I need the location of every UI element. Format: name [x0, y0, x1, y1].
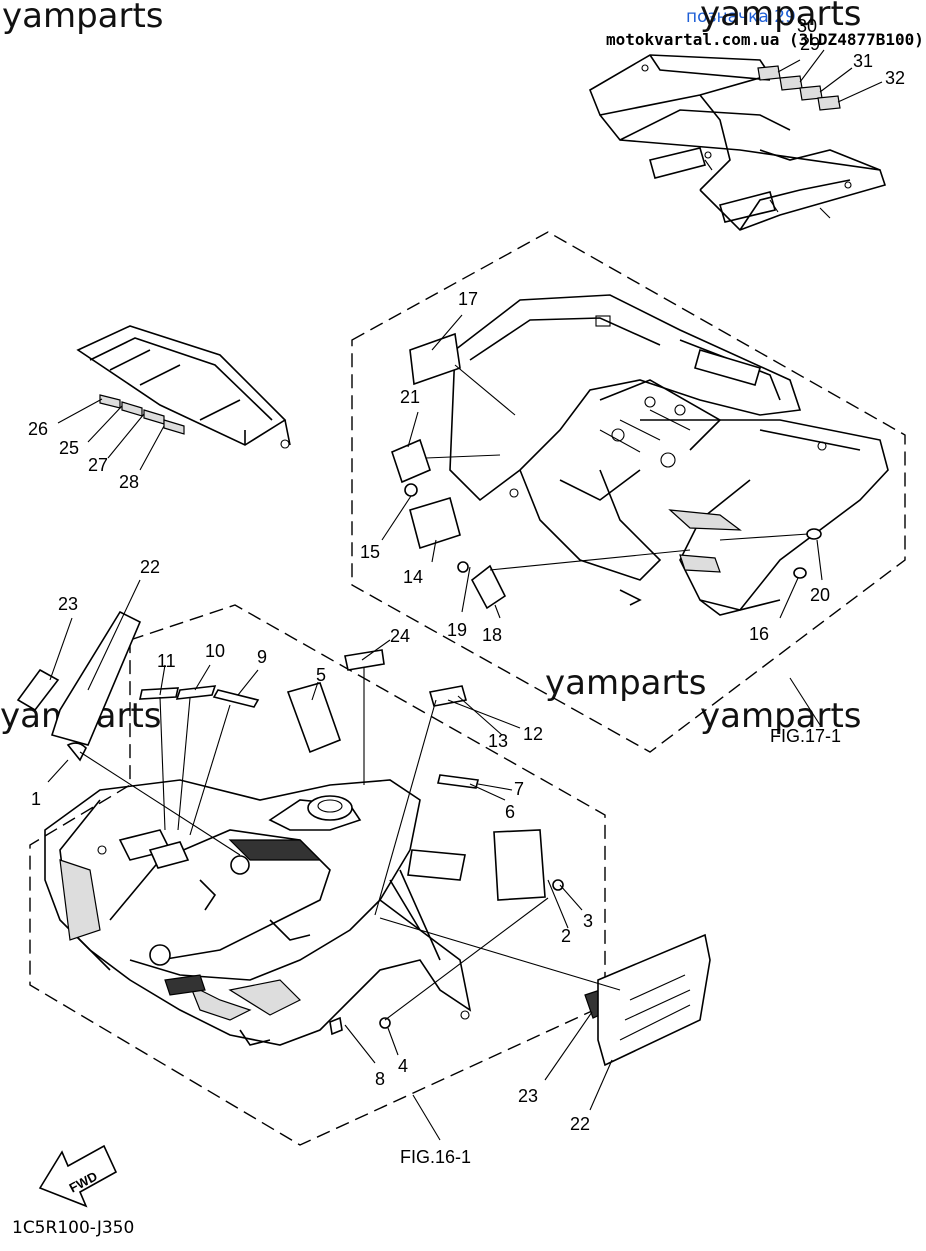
watermark: yamparts — [700, 696, 862, 736]
front-decals — [16, 579, 821, 1141]
callout-label: 27 — [88, 455, 108, 475]
callout-label: 25 — [59, 438, 79, 458]
callout-label: 3 — [583, 911, 593, 931]
callout-label: 11 — [157, 651, 176, 671]
callout-label: 16 — [749, 624, 769, 644]
rear-fender-drawing — [449, 294, 889, 616]
callout-label: 20 — [810, 585, 830, 605]
callout-label: 5 — [316, 665, 326, 685]
callout-label: 26 — [28, 419, 48, 439]
callout-label: 21 — [400, 387, 420, 407]
callout-label: 1 — [31, 789, 41, 809]
drawing-code: 1C5R100-J350 — [12, 1218, 134, 1238]
callout-label: 32 — [885, 68, 905, 88]
callout-label: 22 — [140, 557, 160, 577]
callout-label: 30 — [797, 16, 817, 36]
front-fender-frame — [29, 604, 606, 1146]
callout-label: 22 — [570, 1114, 590, 1134]
watermark: yamparts — [545, 663, 707, 703]
callout-label: 10 — [205, 641, 225, 661]
callout-label: 23 — [58, 594, 78, 614]
watermark: yamparts — [2, 0, 164, 36]
callout-label: 24 — [390, 626, 410, 646]
watermark: yamparts — [700, 0, 862, 34]
callout-label: 4 — [398, 1056, 408, 1076]
callout-label: 13 — [488, 731, 508, 751]
figure-ref-rear: FIG.17-1 — [770, 726, 841, 746]
callout-label: 15 — [360, 542, 380, 562]
header-site: motokvartal.com.ua (3LDZ4877B100) — [606, 30, 924, 49]
callout-label: 12 — [523, 724, 543, 744]
callout-label: 8 — [375, 1069, 385, 1089]
rear-fender-frame — [351, 231, 906, 753]
callout-label: 23 — [518, 1086, 538, 1106]
callout-label: 19 — [447, 620, 467, 640]
front-fender-drawing — [44, 779, 472, 1046]
rear-carrier-drawing — [589, 54, 887, 231]
callout-label: 7 — [514, 779, 524, 799]
callout-label: 18 — [482, 625, 502, 645]
callout-label: 17 — [458, 289, 478, 309]
figure-ref-front: FIG.16-1 — [400, 1147, 471, 1167]
rear-decals — [381, 314, 823, 619]
callout-label: 2 — [561, 926, 571, 946]
rear-carrier-decals — [757, 49, 883, 111]
callout-label: 31 — [853, 51, 873, 71]
callout-labels: 1 2 3 4 5 6 7 8 9 10 11 12 13 14 15 16 1… — [28, 16, 905, 1134]
callout-label: 29 — [800, 34, 820, 54]
callout-label: 6 — [505, 802, 515, 822]
callout-label: 28 — [119, 472, 139, 492]
front-carrier-drawing — [57, 325, 291, 471]
header-link[interactable]: позначка 29 — [686, 7, 796, 27]
fwd-arrow-icon: FWD — [38, 1144, 118, 1208]
callout-label: 14 — [403, 567, 423, 587]
callout-label: 9 — [257, 647, 267, 667]
